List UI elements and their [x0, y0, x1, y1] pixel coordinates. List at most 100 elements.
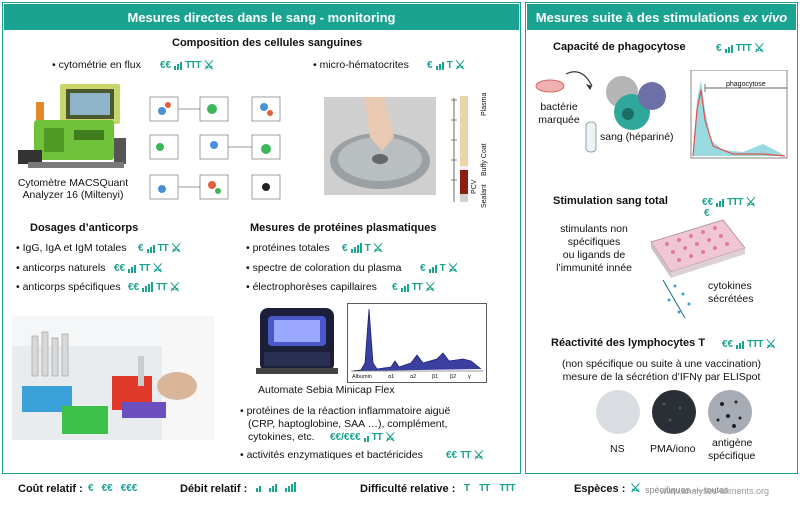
plasma-item-1: • spectre de coloration du plasma	[246, 262, 402, 274]
speed-bars-icon	[400, 282, 409, 292]
legend-species-text: spécifiques — toutes	[645, 485, 729, 495]
cytometry-label: • cytométrie en flux	[52, 59, 141, 71]
inflam-line-3: cytokines, etc.	[248, 431, 315, 443]
species-icon: ⚔	[203, 58, 215, 72]
enzymatic-label: • activités enzymatiques et bactéricides	[240, 449, 423, 461]
cost-indicator: €€/€€€	[330, 431, 361, 443]
speed-bars-icon	[724, 43, 733, 53]
microhemato-indicators: €T⚔	[427, 58, 465, 72]
stim-indicators-2: €	[704, 208, 710, 219]
electro-axis-1: α1	[388, 374, 395, 380]
lympho-title: Réactivité des lymphocytes T	[551, 337, 706, 349]
stim-text-3: ou ligands de	[562, 249, 626, 261]
cost-indicator: €€	[160, 59, 172, 71]
right-panel	[525, 2, 798, 474]
legend-speed-values	[256, 482, 296, 492]
cost-indicator: €€	[702, 196, 714, 208]
cost-indicator: €€	[446, 449, 458, 461]
species-icon: ⚔	[745, 195, 757, 209]
cost-indicator: €	[342, 242, 348, 254]
tube-label-sealant: Sealant	[481, 184, 488, 208]
legend-diff-3: TTT	[499, 483, 515, 494]
antibodies-title: Dosages d’anticorps	[30, 222, 139, 234]
speed-bars-icon	[428, 263, 437, 273]
legend-diff-label: Difficulté relative :	[360, 483, 456, 495]
legend-speed-2	[269, 482, 277, 492]
legend-species-label: Espèces :	[574, 483, 626, 495]
well-label-antigen: antigène	[712, 437, 753, 449]
cytometer-caption-2: Analyzer 16 (Miltenyi)	[22, 189, 124, 201]
plasma-item-2-indicators: €TT⚔	[392, 280, 436, 294]
stim-text-2: spécifiques	[567, 236, 621, 248]
elispot-wells	[594, 388, 774, 436]
hematocrit-tube	[448, 92, 498, 206]
cytometry-plots	[148, 95, 296, 205]
left-panel	[2, 2, 521, 474]
cytokines-label-1: cytokines	[708, 280, 752, 292]
difficulty-icon: TTT	[747, 338, 763, 350]
difficulty-icon: TTT	[735, 42, 752, 54]
legend-species-icon: ⚔	[630, 481, 641, 495]
stim-indicators: €€TTT⚔	[702, 195, 756, 209]
cytometer-image	[14, 80, 132, 170]
well-label-specific: spécifique	[708, 450, 756, 462]
inflam-indicators: €€/€€€TT⚔	[330, 430, 396, 444]
automate-caption: Automate Sebia Minicap Flex	[258, 384, 395, 396]
electro-axis-3: β1	[432, 374, 439, 380]
speed-bars-icon	[146, 243, 155, 253]
centrifuge-photo	[324, 97, 436, 195]
lympho-text-2: mesure de la sécrétion d’IFNγ par ELISpo…	[562, 371, 761, 383]
difficulty-icon: TT	[156, 281, 167, 293]
plasma-title: Mesures de protéines plasmatiques	[250, 222, 437, 234]
difficulty-icon: T	[439, 262, 446, 274]
species-icon: ⚔	[765, 337, 777, 351]
legend-speed-1	[256, 482, 261, 492]
watermark: www.analyses-aliments.org	[660, 486, 770, 496]
well-label-pma: PMA/iono	[650, 443, 696, 455]
species-icon: ⚔	[170, 241, 182, 255]
pipetting-photo	[12, 316, 214, 440]
speed-bars-icon	[716, 197, 725, 207]
phago-indicators: €TTT⚔	[716, 41, 765, 55]
bacteria-label-1: bactérie	[540, 101, 578, 113]
cost-indicator: €	[138, 242, 144, 254]
phago-histogram	[683, 69, 789, 166]
cost-indicator: €	[420, 262, 426, 274]
well-plate-image	[645, 218, 749, 322]
antibody-item-1: • anticorps naturels	[16, 262, 106, 274]
phago-illustration	[528, 66, 678, 158]
antibody-item-2-indicators: €€TT⚔	[128, 280, 180, 294]
legend-cost-2: €€	[101, 483, 113, 494]
species-icon: ⚔	[473, 448, 485, 462]
legend-speed-3	[285, 482, 296, 492]
species-icon: ⚔	[753, 41, 765, 55]
cost-indicator: €€	[722, 338, 734, 350]
speed-bars-icon	[736, 339, 745, 349]
electrophoresis-graph	[347, 303, 487, 383]
legend-cost-label: Coût relatif :	[18, 483, 83, 495]
cytokines-label-2: sécrétées	[708, 293, 754, 305]
electro-axis-0: Albumin	[352, 374, 372, 380]
species-icon: ⚔	[169, 280, 181, 294]
right-header-main: Mesures suite à des stimulations	[535, 9, 744, 25]
difficulty-icon: T	[446, 59, 453, 71]
speed-bars-icon	[363, 432, 369, 442]
lympho-indicators: €€ TTT⚔	[722, 337, 776, 351]
microhemato-label: • micro-hématocrites	[313, 59, 409, 71]
legend-diff-values: T TT TTT	[464, 483, 516, 494]
right-header: Mesures suite à des stimulations ex vivo	[527, 4, 796, 30]
plasma-item-2: • électrophorèses capillaires	[246, 281, 377, 293]
blood-label: sang (hépariné)	[600, 131, 674, 143]
stim-text-1: stimulants non	[560, 223, 628, 235]
antibody-item-0-indicators: €TT⚔	[138, 241, 182, 255]
bacteria-label-2: marquée	[538, 114, 580, 126]
legend-speed-label: Débit relatif :	[180, 483, 248, 495]
legend-cost-values: € €€ €€€	[88, 483, 137, 494]
plasma-item-0-indicators: €T⚔	[342, 241, 383, 255]
electro-axis-4: β2	[450, 374, 457, 380]
inflam-line-2: (CRP, haptoglobine, SAA …), complément,	[248, 418, 448, 430]
speed-bars-icon	[350, 243, 362, 253]
inflam-line-1: • protéines de la réaction inflammatoire…	[240, 405, 451, 417]
species-icon: ⚔	[630, 481, 641, 495]
species-icon: ⚔	[424, 280, 436, 294]
